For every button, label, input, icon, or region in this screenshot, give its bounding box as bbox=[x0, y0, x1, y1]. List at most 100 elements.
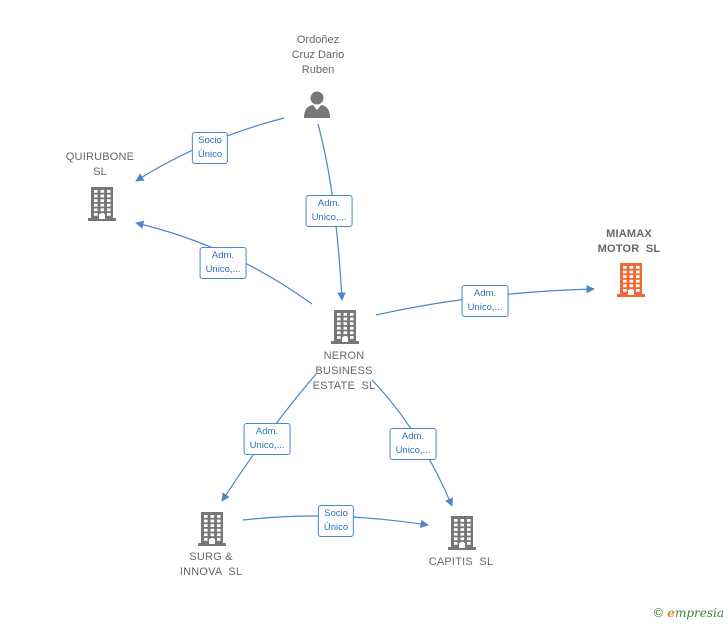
edge-label-neron-surg[interactable]: Adm. Unico,... bbox=[243, 423, 291, 455]
building-window bbox=[636, 275, 640, 278]
building-window bbox=[629, 284, 634, 288]
building-window bbox=[210, 533, 215, 537]
empresia-logo: ©empresia bbox=[652, 606, 724, 620]
building-window bbox=[350, 313, 354, 316]
building-window bbox=[337, 322, 341, 325]
building-base bbox=[331, 341, 359, 344]
building-window bbox=[343, 326, 348, 330]
building-window bbox=[107, 203, 111, 207]
building-window bbox=[94, 190, 98, 193]
building-window bbox=[623, 266, 627, 269]
building-window bbox=[454, 537, 458, 541]
edge-label-person-neron[interactable]: Adm. Unico,... bbox=[305, 195, 353, 227]
building-window bbox=[204, 528, 208, 532]
node-label-quirubone[interactable]: QUIRUBONE SL bbox=[65, 151, 135, 178]
building-window bbox=[210, 528, 215, 532]
building-window bbox=[629, 275, 634, 278]
building-window bbox=[337, 331, 341, 335]
building-window bbox=[350, 331, 354, 335]
building-icon[interactable] bbox=[86, 186, 118, 222]
building-window bbox=[343, 313, 348, 316]
building-window bbox=[107, 208, 111, 212]
building-window bbox=[100, 190, 105, 193]
building-window bbox=[217, 538, 221, 541]
building-window bbox=[100, 199, 105, 202]
building-window bbox=[350, 317, 354, 321]
building-base bbox=[448, 547, 476, 550]
building-window bbox=[460, 537, 465, 541]
building-window bbox=[467, 532, 471, 536]
building-window bbox=[467, 542, 471, 545]
building-base bbox=[198, 543, 226, 546]
building-window bbox=[636, 284, 640, 288]
building-window bbox=[350, 322, 354, 325]
building-window bbox=[100, 203, 105, 207]
building-window bbox=[210, 515, 215, 518]
building-window bbox=[107, 213, 111, 216]
edge-label-surg-capitis[interactable]: Socio Único bbox=[317, 505, 355, 537]
building-window bbox=[460, 528, 465, 531]
building-icon[interactable] bbox=[615, 262, 647, 298]
building-window bbox=[343, 317, 348, 321]
node-label-neron[interactable]: NERON BUSINESS ESTATE SL bbox=[312, 350, 376, 392]
building-door bbox=[628, 290, 634, 295]
building-window bbox=[100, 194, 105, 198]
building-window bbox=[94, 199, 98, 202]
building-window bbox=[217, 524, 221, 527]
building-icon[interactable] bbox=[329, 309, 361, 345]
building-window bbox=[217, 528, 221, 532]
building-door bbox=[209, 539, 215, 544]
building-window bbox=[107, 194, 111, 198]
building-window bbox=[454, 519, 458, 522]
building-window bbox=[467, 519, 471, 522]
building-window bbox=[460, 532, 465, 536]
node-label-surg[interactable]: SURG & INNOVA SL bbox=[179, 551, 243, 578]
building-window bbox=[94, 194, 98, 198]
building-window bbox=[636, 270, 640, 274]
building-icon[interactable] bbox=[446, 515, 478, 551]
building-window bbox=[204, 515, 208, 518]
building-window bbox=[460, 523, 465, 527]
node-label-miamax[interactable]: MIAMAX MOTOR SL bbox=[597, 228, 661, 255]
building-icon[interactable] bbox=[196, 511, 228, 547]
building-door bbox=[99, 214, 105, 219]
edge-label-neron-miamax[interactable]: Adm. Unico,... bbox=[461, 285, 509, 317]
building-window bbox=[337, 326, 341, 330]
node-label-person[interactable]: Ordoñez Cruz Dario Ruben bbox=[291, 34, 345, 76]
edge-label-person-quirubone[interactable]: Socio Único bbox=[191, 132, 229, 164]
building-window bbox=[217, 533, 221, 537]
building-window bbox=[217, 519, 221, 523]
building-window bbox=[337, 317, 341, 321]
building-window bbox=[454, 532, 458, 536]
person-icon[interactable] bbox=[302, 89, 332, 119]
building-window bbox=[467, 528, 471, 531]
building-window bbox=[623, 279, 627, 283]
building-window bbox=[629, 270, 634, 274]
copyright-icon: © bbox=[652, 606, 665, 620]
building-base bbox=[617, 294, 645, 297]
building-window bbox=[350, 336, 354, 339]
building-window bbox=[636, 266, 640, 269]
building-window bbox=[623, 284, 627, 288]
building-window bbox=[204, 538, 208, 541]
building-window bbox=[629, 279, 634, 283]
building-window bbox=[107, 190, 111, 193]
building-window bbox=[343, 322, 348, 325]
building-window bbox=[623, 289, 627, 292]
edge-label-neron-quirubone[interactable]: Adm. Unico,... bbox=[199, 247, 247, 279]
building-window bbox=[623, 270, 627, 274]
building-window bbox=[623, 275, 627, 278]
building-window bbox=[636, 279, 640, 283]
building-door bbox=[342, 337, 348, 342]
building-window bbox=[204, 533, 208, 537]
building-window bbox=[454, 523, 458, 527]
building-window bbox=[204, 519, 208, 523]
node-label-capitis[interactable]: CAPITIS SL bbox=[428, 556, 494, 568]
edge-label-neron-capitis[interactable]: Adm. Unico,... bbox=[389, 428, 437, 460]
building-window bbox=[629, 266, 634, 269]
building-window bbox=[350, 326, 354, 330]
building-window bbox=[94, 208, 98, 212]
building-window bbox=[454, 528, 458, 531]
building-window bbox=[217, 515, 221, 518]
